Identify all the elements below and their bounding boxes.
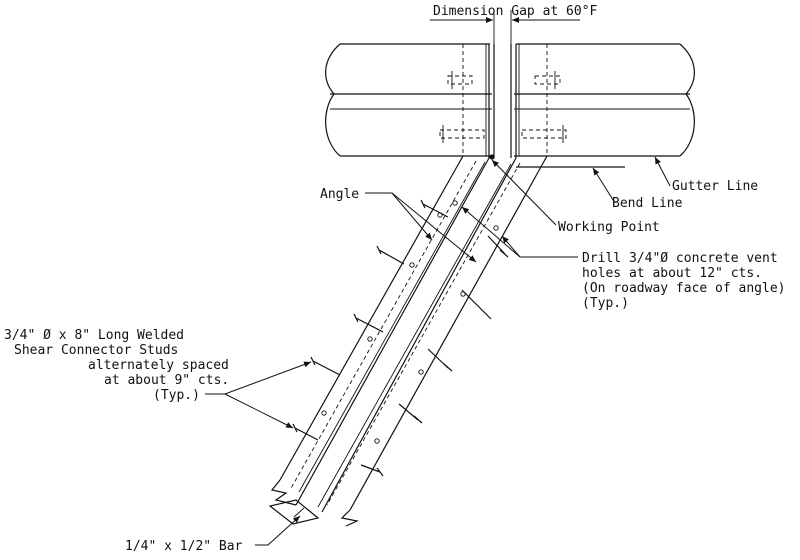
bar-note-label: 1/4" x 1/2" Bar [125,539,243,554]
stud-callout: 3/4" Ø x 8" Long Welded Shear Connector … [4,328,312,429]
bar-callout: 1/4" x 1/2" Bar [125,515,301,554]
drill-note-line-1: Drill 3/4"Ø concrete vent [582,251,778,266]
vent-holes [321,200,499,444]
drill-callout: Drill 3/4"Ø concrete vent holes at about… [461,206,786,311]
stud-note-line-1: 3/4" Ø x 8" Long Welded [4,328,184,343]
angle-label: Angle [320,187,359,202]
bottom-break [268,479,359,527]
drill-note-line-4: (Typ.) [582,296,629,311]
deck-slab [325,43,695,157]
stud-note-line-5: (Typ.) [153,388,200,403]
anchor-clips [439,71,567,143]
left-studs [292,199,449,441]
dimension-gap-label: Dimension Gap at 60°F [433,4,598,19]
left-angle-assembly [279,155,490,506]
dimension-gap: Dimension Gap at 60°F [430,4,598,44]
working-point: Working Point [489,154,660,235]
drill-note-line-3: (On roadway face of angle) [582,281,786,296]
drill-note-line-2: holes at about 12" cts. [582,266,762,281]
stud-note-line-4: at about 9" cts. [104,373,229,388]
joint-plates [485,44,520,158]
stud-note-line-3: alternately spaced [88,358,229,373]
angle-callout: Angle [320,187,477,263]
right-studs [360,235,509,477]
bend-line-label: Bend Line [612,196,683,211]
stud-note-line-2: Shear Connector Studs [14,343,178,358]
working-point-label: Working Point [558,220,660,235]
gutter-line-label: Gutter Line [672,179,758,194]
gutter-bend-lines: Gutter Line Bend Line [516,156,758,211]
